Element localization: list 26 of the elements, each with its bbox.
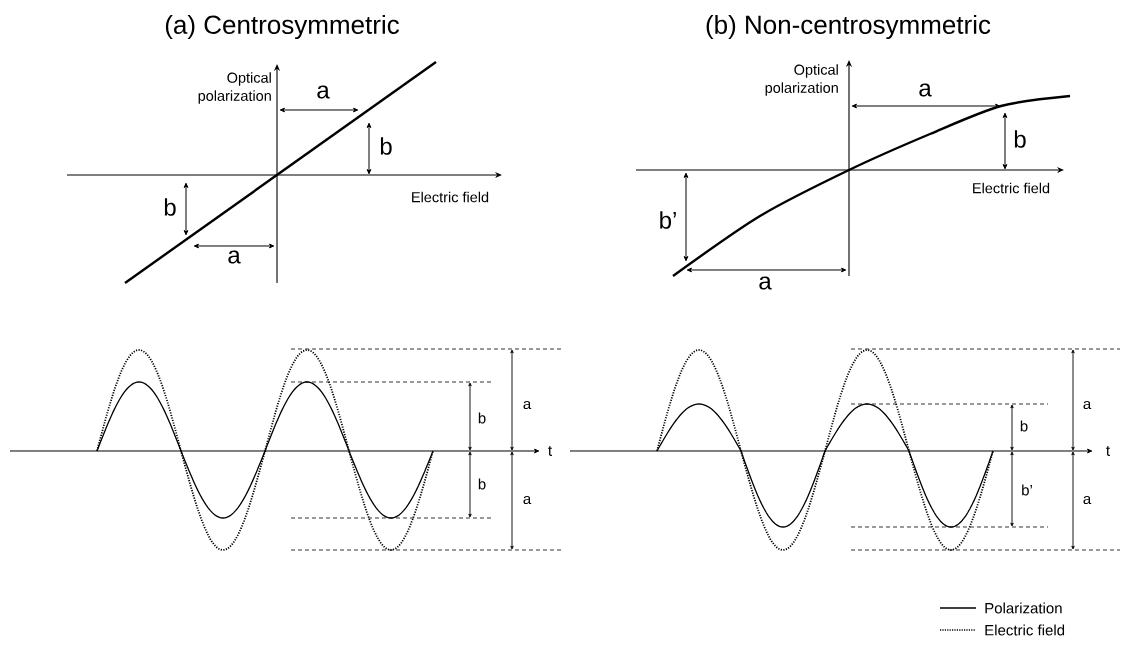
dimension-label: a <box>919 83 932 97</box>
dimension-label: a <box>759 276 772 290</box>
dimension-label: a <box>523 400 532 410</box>
dimension-label: t <box>1106 446 1110 456</box>
axis-label: Electric field <box>412 191 489 203</box>
legend-label: Electric field <box>985 624 1065 636</box>
panel-title: (b) Non-centrosymmetric <box>706 14 991 40</box>
dimension-label: a <box>1083 495 1092 505</box>
dimension-label: a <box>1083 400 1092 410</box>
axis-label: Optical polarization <box>198 72 271 104</box>
dimension-label: b <box>478 478 486 490</box>
legend-label: Polarization <box>985 602 1062 614</box>
dimension-label: b’ <box>1022 484 1032 496</box>
dimension-label: b <box>164 198 176 216</box>
dimension-label: a <box>228 250 241 264</box>
dimension-label: b’ <box>660 211 676 229</box>
dimension-label: t <box>548 446 552 456</box>
dimension-label: b <box>1020 420 1028 432</box>
dimension-label: b <box>1014 130 1026 148</box>
dimension-label: b <box>478 412 486 424</box>
axis-label: Optical polarization <box>765 64 838 96</box>
axis-label: Electric field <box>973 182 1050 194</box>
dimension-label: b <box>380 137 392 155</box>
panel-title: (a) Centrosymmetric <box>165 14 399 40</box>
dimension-label: a <box>317 85 330 99</box>
dimension-label: a <box>523 495 532 505</box>
